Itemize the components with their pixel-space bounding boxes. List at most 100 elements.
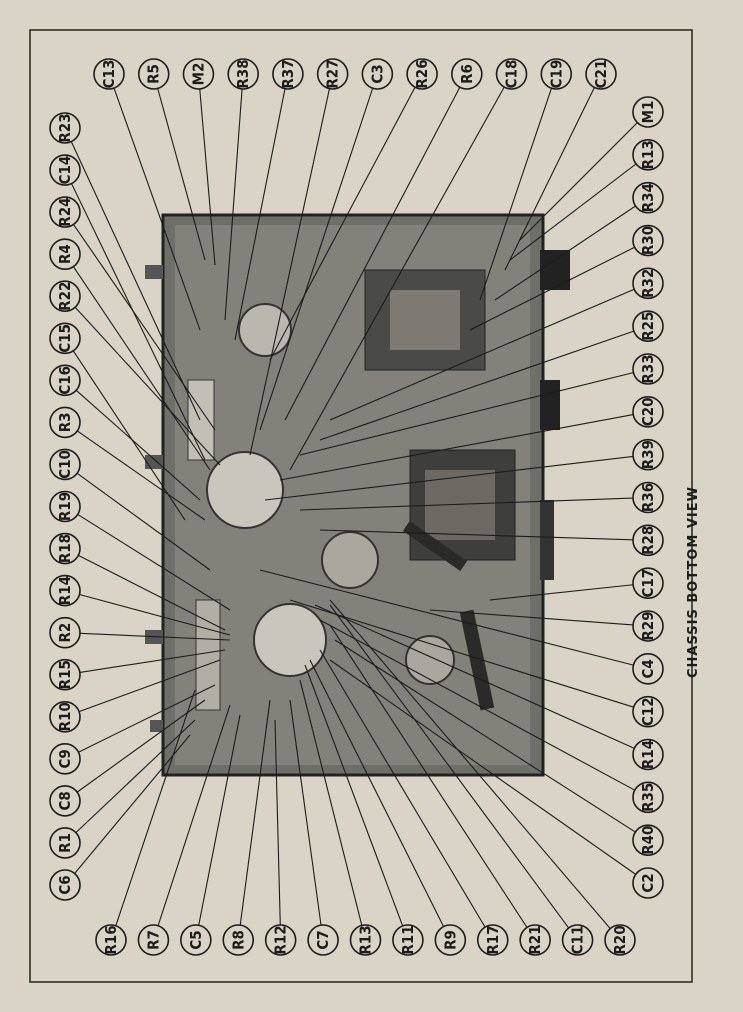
leader-line-c20 xyxy=(279,414,634,481)
callout-circle xyxy=(451,58,483,90)
callout-label: R37 xyxy=(279,59,297,88)
callout-circle xyxy=(632,738,664,771)
callout-label: R14 xyxy=(56,576,74,605)
leader-line-c4 xyxy=(259,569,634,666)
callout-circle xyxy=(137,58,170,90)
callout-c11: C11 xyxy=(561,924,594,956)
leader-line-r40 xyxy=(334,639,636,833)
callout-circle xyxy=(49,154,81,186)
callout-circle xyxy=(632,481,664,514)
callout-circle xyxy=(49,785,81,817)
callout-circle xyxy=(222,924,255,956)
callout-label: R10 xyxy=(56,702,74,731)
callout-circle xyxy=(632,867,664,899)
leader-line-c2 xyxy=(329,659,637,875)
callout-circle xyxy=(49,280,81,313)
callout-circle xyxy=(632,310,664,342)
leader-line-r39 xyxy=(264,455,634,501)
callout-m1: M1 xyxy=(632,96,664,128)
callout-c17: C17 xyxy=(632,567,664,599)
callout-r28: R28 xyxy=(632,524,664,557)
leader-line-c19 xyxy=(479,88,552,301)
callout-circle xyxy=(632,567,664,599)
leader-line-r35 xyxy=(319,619,636,791)
callout-label: R1 xyxy=(56,833,74,853)
leader-line-r8 xyxy=(239,699,271,926)
leader-line-c10 xyxy=(76,472,211,571)
callout-c14: C14 xyxy=(49,154,81,186)
callout-m2: M2 xyxy=(182,58,215,90)
callout-r21: R21 xyxy=(519,924,551,956)
leader-line-c17 xyxy=(489,584,634,601)
leader-line-r11 xyxy=(304,664,404,927)
callout-label: C20 xyxy=(639,397,657,426)
callout-c8: C8 xyxy=(49,785,81,817)
callout-circle xyxy=(307,924,339,956)
callout-label: R35 xyxy=(639,783,657,812)
leader-line-r24 xyxy=(73,224,216,431)
leader-line-c12 xyxy=(289,599,634,708)
leader-line-r33 xyxy=(299,372,634,456)
callout-circle xyxy=(632,610,664,642)
callout-label: C19 xyxy=(547,60,565,89)
callout-circle xyxy=(49,364,81,397)
leader-line-r26 xyxy=(269,86,416,361)
callout-label: C8 xyxy=(56,791,74,810)
leader-line-r3 xyxy=(76,430,206,521)
callout-circle xyxy=(49,658,81,691)
leader-line-c16 xyxy=(75,389,201,501)
callout-r10: R10 xyxy=(49,700,81,733)
callout-label: C6 xyxy=(56,875,74,894)
leader-line-r23 xyxy=(70,141,201,421)
callout-c21: C21 xyxy=(585,58,617,90)
leader-line-r30 xyxy=(469,246,635,331)
callout-r1: R1 xyxy=(49,827,81,859)
callout-circle xyxy=(476,924,509,956)
callout-circle xyxy=(434,924,467,956)
leader-line-r4 xyxy=(72,266,211,471)
callout-label: C18 xyxy=(503,60,521,89)
callout-circle xyxy=(632,224,664,257)
callout-label: C3 xyxy=(368,64,386,83)
callout-circle xyxy=(49,112,81,144)
callout-label: R23 xyxy=(56,113,74,142)
leader-line-r1 xyxy=(75,719,196,834)
leader-line-r38 xyxy=(224,88,243,321)
callout-r34: R34 xyxy=(632,181,664,214)
leader-line-c6 xyxy=(74,734,191,874)
callout-label: R38 xyxy=(234,59,252,88)
callout-r19: R19 xyxy=(49,490,81,523)
leader-line-c7 xyxy=(289,699,322,926)
callout-label: R9 xyxy=(441,930,459,950)
callout-r16: R16 xyxy=(95,924,127,956)
callout-circle xyxy=(95,924,127,956)
leader-line-c5 xyxy=(198,714,241,926)
callout-r8: R8 xyxy=(222,924,255,956)
leader-line-r5 xyxy=(157,88,206,261)
leader-line-r20 xyxy=(329,599,611,929)
callout-label: C4 xyxy=(639,659,657,678)
callout-r29: R29 xyxy=(632,610,664,642)
callout-circle xyxy=(632,438,664,471)
callout-label: R22 xyxy=(56,282,74,311)
callout-circle xyxy=(93,58,125,90)
callout-circle xyxy=(632,781,664,814)
callout-label: R12 xyxy=(272,925,290,954)
callout-label: R19 xyxy=(56,492,74,521)
callout-r4: R4 xyxy=(49,238,81,270)
leader-line-r28 xyxy=(319,529,634,541)
callout-circle xyxy=(49,700,81,733)
callout-label: R11 xyxy=(399,925,417,954)
callout-label: R26 xyxy=(413,59,431,88)
callout-circle xyxy=(585,58,617,90)
callout-label: R24 xyxy=(56,198,74,227)
callout-label: R3 xyxy=(56,412,74,432)
callout-r36: R36 xyxy=(632,481,664,514)
callout-r37: R37 xyxy=(272,58,304,90)
callout-c18: C18 xyxy=(495,58,528,90)
callout-r17: R17 xyxy=(476,924,509,956)
callout-label: M1 xyxy=(639,101,657,124)
callout-c10: C10 xyxy=(49,448,81,481)
callout-circle xyxy=(632,267,664,300)
callout-r24: R24 xyxy=(49,196,81,228)
